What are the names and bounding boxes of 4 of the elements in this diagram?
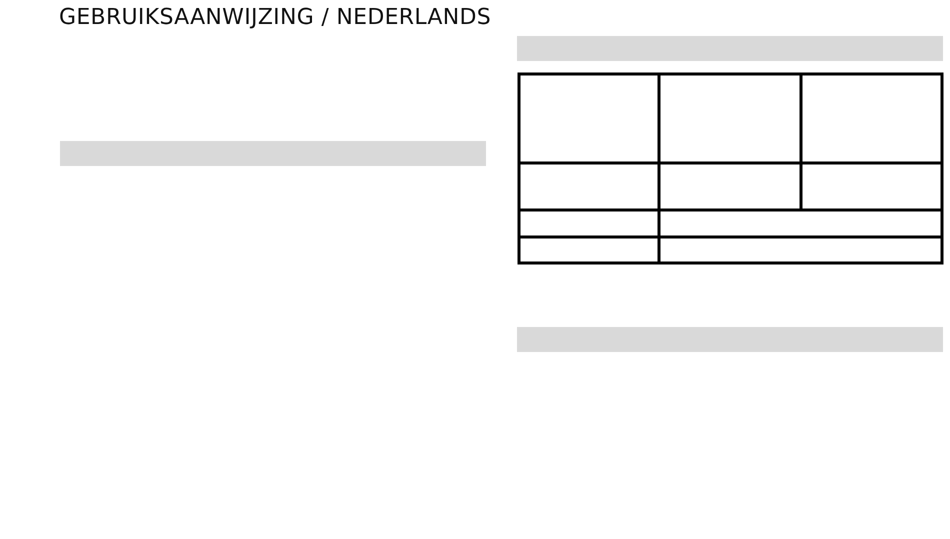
section-heading-bar [517, 36, 943, 61]
page-title: GEBRUIKSAANWIJZING / NEDERLANDS [59, 5, 492, 30]
section-heading-bar [517, 327, 943, 352]
section-heading-bar [60, 141, 486, 166]
